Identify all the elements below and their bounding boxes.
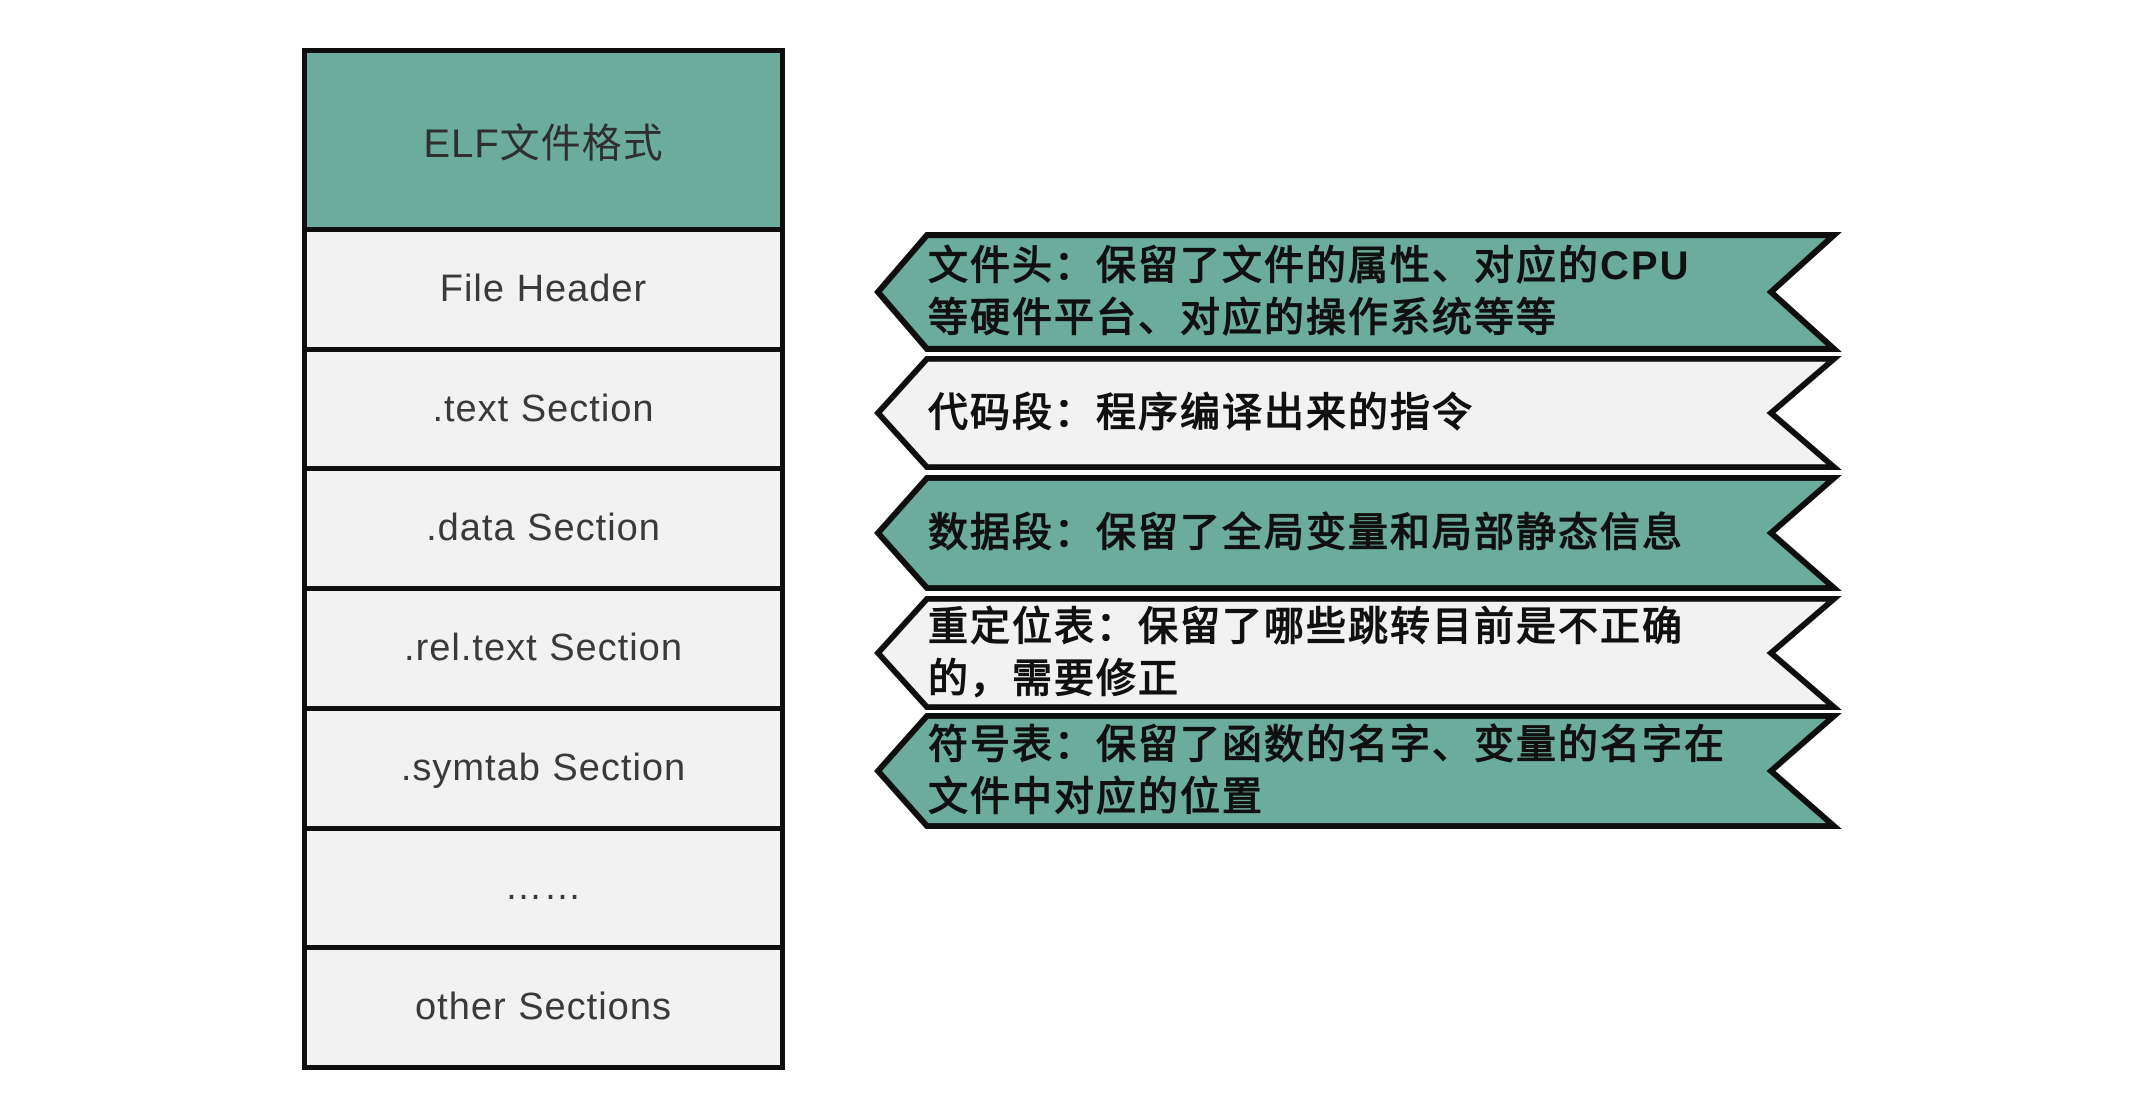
banner-line: 文件头：保留了文件的属性、对应的CPU: [928, 244, 1691, 288]
banner-line: 等硬件平台、对应的操作系统等等: [928, 296, 1558, 340]
banner-line: 代码段：程序编译出来的指令: [928, 391, 1474, 435]
annotation-banner-file-header: 文件头：保留了文件的属性、对应的CPU 等硬件平台、对应的操作系统等等: [872, 231, 1842, 353]
banner-text-text-section: 代码段：程序编译出来的指令: [872, 355, 1840, 471]
ribbon-shape-icon: [874, 712, 1842, 830]
table-row-data-section: .data Section: [307, 471, 780, 592]
banner-text-symtab-section: 符号表：保留了函数的名字、变量的名字在 文件中对应的位置: [872, 712, 1840, 830]
banner-text-rel-text-section: 重定位表：保留了哪些跳转目前是不正确 的，需要修正: [872, 595, 1840, 711]
ribbon-shape-icon: [874, 232, 1842, 352]
annotation-banner-symtab-section: 符号表：保留了函数的名字、变量的名字在 文件中对应的位置: [872, 712, 1842, 830]
banner-line: 符号表：保留了函数的名字、变量的名字在: [928, 723, 1726, 767]
banner-text-file-header: 文件头：保留了文件的属性、对应的CPU 等硬件平台、对应的操作系统等等: [872, 231, 1840, 353]
banner-line: 文件中对应的位置: [928, 775, 1264, 819]
table-row-symtab-section: .symtab Section: [307, 710, 780, 831]
ribbon-shape-icon: [874, 474, 1842, 592]
table-row-ellipsis: ……: [307, 830, 780, 951]
ribbon-shape-icon: [874, 595, 1842, 711]
ribbon-shape-icon: [874, 355, 1842, 471]
table-header-elf-format: ELF文件格式: [307, 53, 780, 232]
elf-structure-table: ELF文件格式 File Header .text Section .data …: [302, 48, 785, 1070]
banner-line: 重定位表：保留了哪些跳转目前是不正确: [928, 605, 1684, 649]
banner-text-data-section: 数据段：保留了全局变量和局部静态信息: [872, 474, 1840, 592]
table-row-text-section: .text Section: [307, 351, 780, 472]
table-row-rel-text-section: .rel.text Section: [307, 591, 780, 711]
banner-line: 的，需要修正: [928, 657, 1180, 701]
annotation-banner-text-section: 代码段：程序编译出来的指令: [872, 355, 1842, 471]
annotation-banner-rel-text-section: 重定位表：保留了哪些跳转目前是不正确 的，需要修正: [872, 595, 1842, 711]
annotation-banner-data-section: 数据段：保留了全局变量和局部静态信息: [872, 474, 1842, 592]
table-row-other-sections: other Sections: [307, 950, 780, 1066]
banner-line: 数据段：保留了全局变量和局部静态信息: [928, 511, 1684, 555]
table-row-file-header: File Header: [307, 232, 780, 352]
